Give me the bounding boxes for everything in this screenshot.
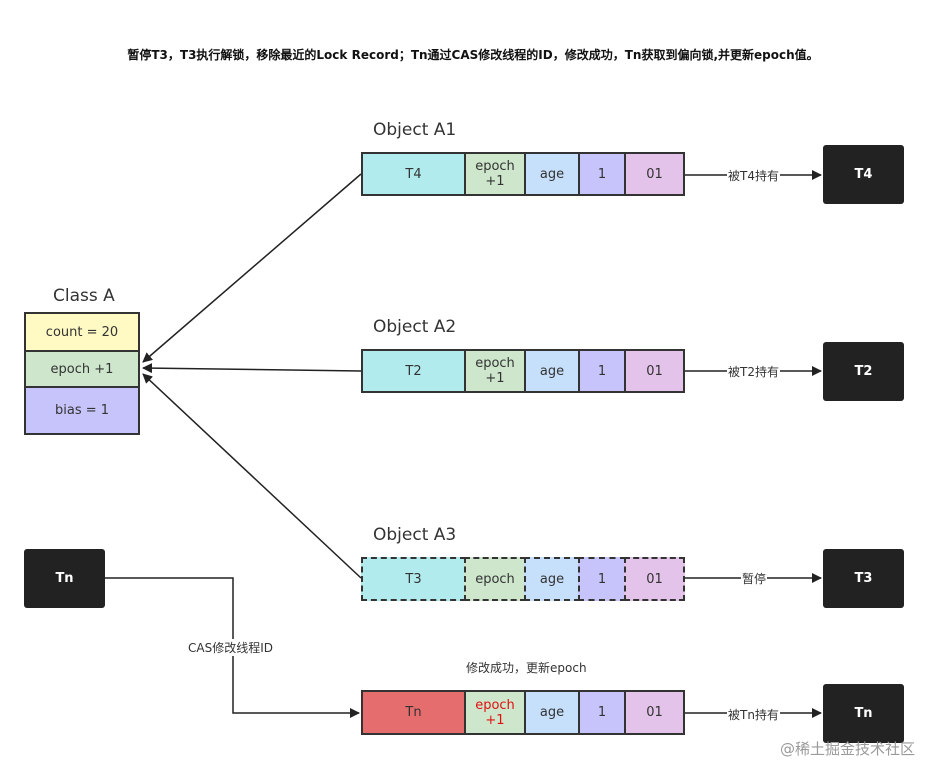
tn-row-edge-label: 被Tn持有 <box>727 706 780 723</box>
a3-biased-flag-cell: 1 <box>578 557 626 601</box>
a1-epoch-increment: +1 <box>485 174 505 189</box>
tn-age-cell: age <box>524 690 580 735</box>
a2-edge-label: 被T2持有 <box>727 363 780 380</box>
a3-age-cell: age <box>524 557 580 601</box>
a3-thread-id-cell: T3 <box>361 557 466 601</box>
a2-lock-bits-cell: 01 <box>624 349 685 393</box>
object-a2-label: Object A2 <box>373 317 457 337</box>
tn-epoch-text: epoch <box>475 697 515 713</box>
a2-biased-flag-cell: 1 <box>578 349 626 393</box>
object-a1-label: Object A1 <box>373 120 457 140</box>
thread-t2-box: T2 <box>823 342 904 401</box>
a2-to-class-arrow <box>142 363 362 374</box>
a2-age-cell: age <box>524 349 580 393</box>
tn-thread-id-cell: Tn <box>361 690 466 735</box>
page-title: 暂停T3，T3执行解锁，移除最近的Lock Record；Tn通过CAS修改线程… <box>127 48 819 62</box>
class-a-label: Class A <box>53 286 115 306</box>
tn-biased-flag-cell: 1 <box>578 690 626 735</box>
object-a3-label: Object A3 <box>373 525 457 545</box>
a1-biased-flag-cell: 1 <box>578 152 626 196</box>
tn-epoch-cell: epoch +1 <box>464 690 526 735</box>
a3-to-class-arrow <box>142 373 362 579</box>
thread-tn-source-box: Tn <box>24 549 105 608</box>
a1-epoch-cell: epoch +1 <box>464 152 526 196</box>
class-a-epoch-field: epoch +1 <box>24 350 140 388</box>
a2-epoch-text: epoch <box>475 356 515 371</box>
tn-lock-bits-cell: 01 <box>624 690 685 735</box>
watermark: @稀土掘金技术社区 <box>780 740 916 758</box>
thread-t3-box: T3 <box>823 549 904 608</box>
class-a-bias-field: bias = 1 <box>24 386 140 435</box>
a3-pause-label: 暂停 <box>741 570 768 587</box>
a1-epoch-text: epoch <box>475 159 515 174</box>
a3-epoch-cell: epoch <box>464 557 526 601</box>
a2-epoch-increment: +1 <box>485 371 505 386</box>
a1-age-cell: age <box>524 152 580 196</box>
class-a-count-field: count = 20 <box>24 312 140 352</box>
tn-epoch-increment: +1 <box>485 712 505 728</box>
a1-to-class-arrow <box>142 173 362 363</box>
thread-t4-box: T4 <box>823 145 904 204</box>
a3-lock-bits-cell: 01 <box>624 557 685 601</box>
a1-edge-label: 被T4持有 <box>727 167 780 184</box>
tn-row-caption: 修改成功，更新epoch <box>466 661 587 675</box>
cas-edge-label: CAS修改线程ID <box>187 639 274 656</box>
a1-lock-bits-cell: 01 <box>624 152 685 196</box>
thread-tn-box: Tn <box>823 684 904 743</box>
a2-epoch-cell: epoch +1 <box>464 349 526 393</box>
a1-thread-id-cell: T4 <box>361 152 466 196</box>
a2-thread-id-cell: T2 <box>361 349 466 393</box>
